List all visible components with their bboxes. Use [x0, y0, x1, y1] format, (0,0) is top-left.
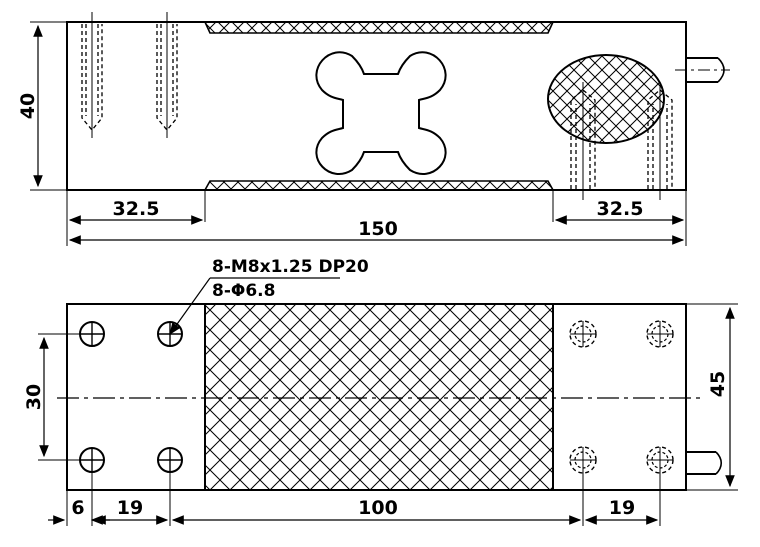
right-span-label: 32.5	[597, 198, 644, 220]
hole-note: 8-Φ6.8	[212, 281, 275, 301]
span-dimensions: 32.5 32.5 150	[66, 190, 687, 246]
right-threaded-holes-top	[570, 89, 673, 189]
left-pitch-label: 19	[117, 497, 143, 519]
hole-spacing-label: 30	[23, 384, 45, 410]
center-dim-label: 100	[358, 497, 398, 519]
thread-note: 8-M8x1.25 DP20	[212, 257, 369, 277]
right-holes-bottom	[569, 320, 674, 474]
hatched-center-area	[204, 303, 554, 491]
top-strip-hatch	[204, 21, 554, 34]
left-holes-bottom	[79, 321, 183, 473]
bottom-view: 8-M8x1.25 DP20 8-Φ6.8 30 45 6	[23, 257, 738, 526]
bottom-strip-hatch	[204, 180, 554, 191]
total-length-label: 150	[358, 218, 398, 240]
hole-spacing-dimension: 30	[23, 333, 80, 461]
hole-callout: 8-M8x1.25 DP20 8-Φ6.8	[169, 257, 369, 335]
edge-dim-label: 6	[71, 497, 84, 519]
right-pitch-label: 19	[609, 497, 635, 519]
cable-end-bottom	[715, 451, 723, 475]
height-dimension: 40	[17, 21, 67, 191]
width-dimension: 45	[686, 303, 738, 491]
center-cutout	[315, 51, 447, 175]
left-threaded-holes-top	[81, 24, 178, 132]
cable-bottom	[686, 451, 716, 475]
oval-pad	[547, 54, 665, 144]
height-dim-label: 40	[17, 93, 39, 119]
cable-top	[686, 57, 718, 83]
pitch-dimensions: 6 19 100 19	[48, 472, 661, 526]
top-view: 40 32.5 32.5 150	[17, 12, 730, 246]
left-span-label: 32.5	[113, 198, 160, 220]
width-label: 45	[707, 371, 729, 397]
